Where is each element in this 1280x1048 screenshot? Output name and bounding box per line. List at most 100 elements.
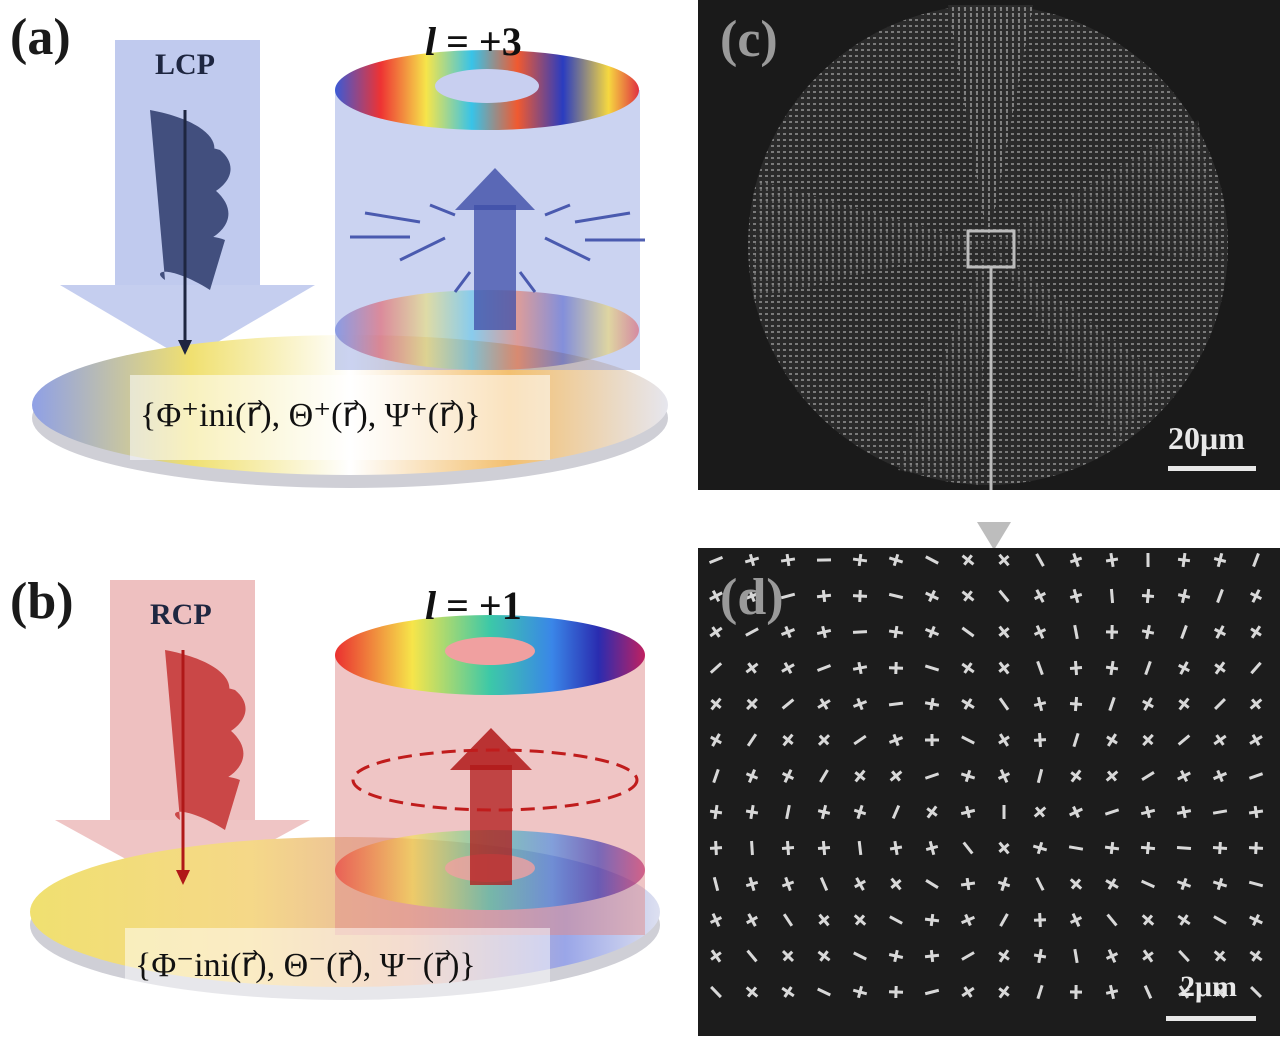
nanostructure-element <box>889 770 903 782</box>
sem-overview-image <box>748 5 1256 490</box>
nanostructure-element <box>1144 660 1152 676</box>
nanostructure-element <box>1069 805 1083 819</box>
nanostructure-element <box>780 553 796 567</box>
charge-symbol: l <box>425 583 437 628</box>
nanostructure-element <box>1069 984 1083 1000</box>
nanostructure-element <box>924 772 940 780</box>
nanostructure-element <box>746 697 758 711</box>
panel-label-d: (d) <box>720 569 784 626</box>
nanostructure-element <box>712 768 720 784</box>
charge-value: = +3 <box>446 19 522 64</box>
nanostructure-element <box>924 913 940 927</box>
nanostructure-element <box>960 913 976 927</box>
nanostructure-element <box>1213 734 1227 746</box>
nanostructure-element <box>745 804 759 820</box>
nanostructure-element <box>853 804 867 820</box>
nanostructure-element <box>1073 948 1079 964</box>
nanostructure-element <box>1105 624 1119 640</box>
nanostructure-element <box>998 589 1010 603</box>
nanostructure-element <box>1069 552 1083 568</box>
nanostructure-element <box>1140 805 1156 819</box>
nanostructure-element <box>1249 589 1263 603</box>
nanostructure-element <box>817 804 831 820</box>
nanostructure-element <box>852 985 868 999</box>
nanostructure-element <box>782 913 794 927</box>
nanostructure-element <box>888 985 904 999</box>
nanostructure-element <box>744 589 760 603</box>
nanostructure-element <box>1248 880 1264 888</box>
nanostructure-element <box>817 698 831 710</box>
charge-value: = +1 <box>446 583 522 628</box>
nanostructure-element <box>998 985 1010 999</box>
nanostructure-element <box>1212 809 1228 815</box>
nanostructure-element <box>857 840 863 856</box>
nanostructure-element <box>1176 845 1192 851</box>
nanostructure-element <box>1104 841 1120 855</box>
nanostructure-element <box>1036 660 1044 676</box>
nanostructure-element <box>709 840 723 856</box>
metasurface-function-formula-a: {Φ⁺ini(r⃗), Θ⁺(r⃗), Ψ⁺(r⃗)} <box>140 397 481 434</box>
nanostructure-element <box>817 734 831 746</box>
nanostructure-element <box>709 626 723 638</box>
nanostructure-element <box>890 877 902 891</box>
nanostructure-element <box>750 840 754 856</box>
nanostructure-element <box>924 664 940 672</box>
nanostructure-element <box>853 951 867 961</box>
nanostructure-element <box>819 876 829 892</box>
nanostructure-element <box>1033 806 1047 818</box>
nanostructure-element <box>817 950 831 962</box>
nanostructure-element <box>1141 914 1155 926</box>
nanostructure-element <box>1033 948 1047 964</box>
nanostructure-element <box>1069 878 1083 890</box>
nanostructure-element <box>785 804 791 820</box>
nanostructure-element <box>852 553 868 567</box>
polarization-label-rcp: RCP <box>150 598 212 631</box>
nanostructure-element <box>1141 879 1155 889</box>
nanostructure-element <box>1108 696 1116 712</box>
nanostructure-element <box>712 876 720 892</box>
nanostructure-element <box>961 698 975 710</box>
nanostructure-element <box>1070 769 1082 783</box>
nanostructure-element <box>1105 552 1119 568</box>
nanostructure-element <box>924 697 940 711</box>
nanostructure-element <box>925 589 939 603</box>
nanostructure-element <box>709 804 723 820</box>
nanostructure-element <box>816 625 832 639</box>
nanostructure-element <box>1069 913 1083 927</box>
nanostructure-element <box>925 879 939 889</box>
nanostructure-element <box>746 913 758 927</box>
nanostructure-element <box>925 555 939 565</box>
nanostructure-element <box>781 950 795 962</box>
nanostructure-element <box>961 590 975 602</box>
panel-c-sem-overview: (c) 20μm <box>698 0 1280 490</box>
nanostructure-element <box>852 589 868 603</box>
nanostructure-element <box>998 625 1010 639</box>
nanostructure-element <box>1033 589 1047 603</box>
nanostructure-element <box>999 913 1009 927</box>
nanostructure-element <box>961 951 975 961</box>
nanostructure-element <box>816 558 832 562</box>
nanostructure-element <box>1104 808 1120 816</box>
nanostructure-element <box>1105 984 1119 1000</box>
nanostructure-element <box>1035 877 1045 891</box>
nanostructure-element <box>888 733 904 747</box>
nanostructure-element <box>781 876 795 892</box>
nanostructure-element <box>1178 661 1190 675</box>
nanostructure-element <box>960 769 976 783</box>
nanostructure-element <box>1216 588 1224 604</box>
nanostructure-element <box>709 662 723 674</box>
nanostructure-element <box>781 840 795 856</box>
panel-b: (b) RCP l = +1 {Φ⁻ini(r⃗), Θ⁻(r⃗), Ψ⁻(r⃗… <box>0 530 680 1048</box>
nanostructure-element <box>1212 841 1228 855</box>
nanostructure-element <box>998 553 1010 567</box>
nanostructure-element <box>1146 552 1150 568</box>
nanostructure-element <box>781 769 795 783</box>
nanostructure-element <box>924 988 940 996</box>
nanostructure-element <box>709 913 723 927</box>
nanostructure-element <box>961 554 975 566</box>
nanostructure-element <box>1109 588 1115 604</box>
topological-charge-label-a: l = +3 <box>425 18 522 65</box>
nanostructure-element <box>998 697 1010 711</box>
nanostructure-element <box>1177 588 1191 604</box>
nanostructure-element <box>1176 805 1192 819</box>
